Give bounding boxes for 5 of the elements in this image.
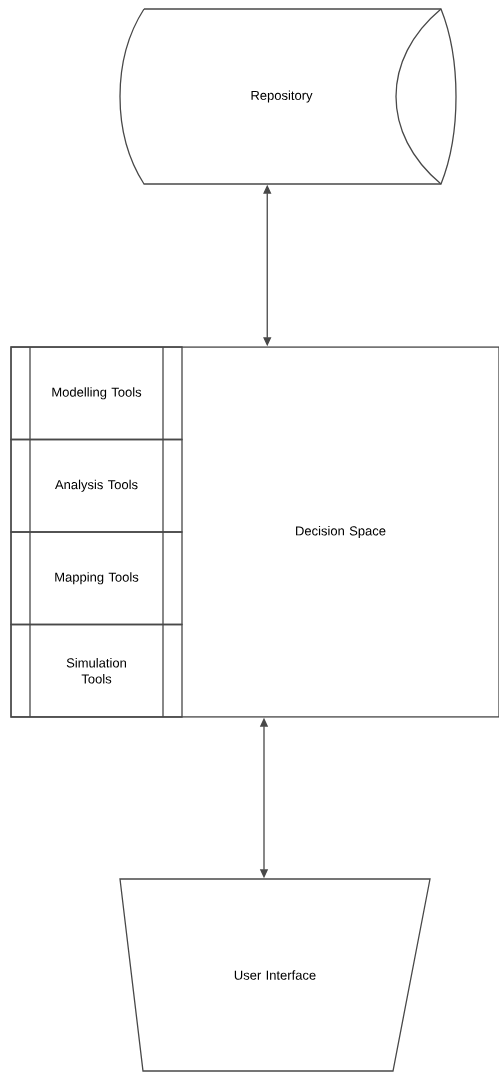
tool-box: Modelling Tools — [10, 346, 183, 441]
tool-box: Mapping Tools — [10, 531, 183, 626]
tool-box: Simulation Tools — [10, 623, 183, 718]
tool-box: Analysis Tools — [10, 438, 183, 533]
storage-cylinder: Repository — [119, 8, 457, 185]
